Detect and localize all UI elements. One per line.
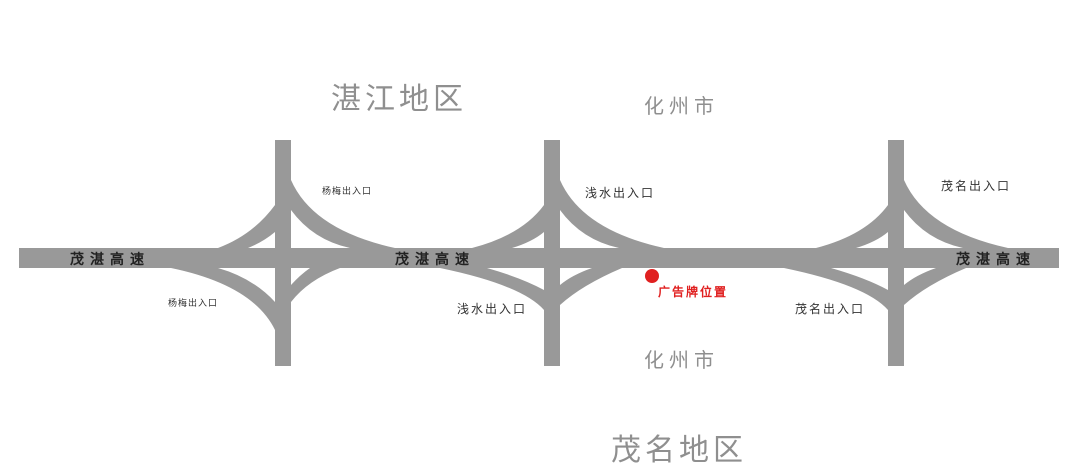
highway-label-mid: 茂湛高速 <box>395 252 475 268</box>
highway-label-left: 茂湛高速 <box>70 252 150 268</box>
city-label-bottom: 化州市 <box>644 348 719 372</box>
exit-label-qianshui-ne: 浅水出入口 <box>585 186 656 200</box>
exit-label-qianshui-sw: 浅水出入口 <box>457 302 528 316</box>
region-label-zhanjiang: 湛江地区 <box>331 82 467 117</box>
city-label-top: 化州市 <box>644 94 719 118</box>
billboard-label: 广告牌位置 <box>658 285 729 299</box>
interchange-qianshui <box>440 140 664 366</box>
interchange-maoming <box>784 140 1008 366</box>
highway-label-right: 茂湛高速 <box>956 252 1036 268</box>
exit-label-maoming-sw: 茂名出入口 <box>795 302 866 316</box>
interchange-yangmei <box>171 140 395 366</box>
exit-label-yangmei-ne: 杨梅出入口 <box>322 187 373 197</box>
region-label-maoming: 茂名地区 <box>611 433 747 468</box>
exit-label-yangmei-sw: 杨梅出入口 <box>168 299 219 309</box>
billboard-marker[interactable] <box>645 269 659 283</box>
exit-label-maoming-ne: 茂名出入口 <box>941 179 1012 193</box>
